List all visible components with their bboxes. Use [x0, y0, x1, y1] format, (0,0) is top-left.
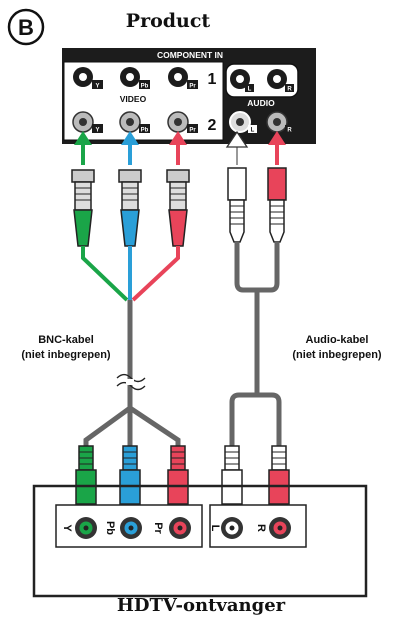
rca-plug-red-audio-bottom — [268, 445, 290, 505]
port-code-r: R — [287, 87, 292, 93]
jack-port-icon: Pr — [168, 67, 198, 90]
jack-port-icon: Pb — [120, 67, 150, 90]
rca-plug-red-bottom — [167, 445, 189, 505]
port-code-pb: Pb — [141, 84, 149, 90]
receiver-label-r: R — [255, 524, 267, 532]
receiver-label-l: L — [209, 525, 221, 532]
arrow-up-icon — [74, 131, 92, 165]
bnc-cable — [81, 246, 181, 446]
receiver-label-pb: Pb — [104, 521, 116, 535]
jack-port-icon — [75, 517, 97, 539]
audio-cable-label-line1: Audio-kabel — [306, 334, 369, 346]
rca-plug-white-top — [227, 167, 247, 243]
port-code-l: L — [248, 87, 252, 93]
svg-text:Pr: Pr — [189, 128, 196, 134]
jack-port-icon — [269, 517, 291, 539]
rca-plug-green-bottom — [75, 445, 97, 505]
arrow-up-icon — [225, 130, 249, 165]
bnc-connector-icon — [118, 169, 142, 247]
cable-break-icon — [116, 373, 146, 391]
bnc-cable-label-line1: BNC-kabel — [38, 334, 94, 346]
bnc-connector-red — [166, 169, 190, 247]
svg-text:L: L — [251, 128, 255, 134]
jack-port-icon — [221, 517, 243, 539]
hdtv-receiver: Y Pb Pr L R — [32, 484, 368, 598]
jack-port-icon — [120, 517, 142, 539]
arrow-up-icon — [121, 131, 139, 165]
audio-row1-jacks: L R — [230, 69, 294, 93]
rca-plug-icon — [119, 445, 141, 505]
panel-header: COMPONENT IN — [157, 50, 223, 60]
arrow-up-icon — [268, 131, 286, 165]
bnc-cable-label-line2: (niet inbegrepen) — [21, 349, 111, 361]
product-label: Product — [126, 10, 211, 32]
receiver-label-pr: Pr — [152, 522, 164, 534]
arrow-up-icon — [169, 131, 187, 165]
rca-plug-white-bottom — [221, 445, 243, 505]
bnc-connector-icon — [166, 169, 190, 247]
component-in-panel: COMPONENT IN Y Pb Pr VIDEO 1 — [62, 48, 316, 144]
bnc-connector-green — [71, 169, 95, 247]
audio-cable — [229, 242, 282, 446]
port-code-pr: Pr — [189, 84, 196, 90]
row1-number: 1 — [208, 71, 217, 88]
svg-text:Pb: Pb — [141, 128, 149, 134]
jack-port-icon: Y — [73, 67, 103, 90]
svg-text:R: R — [287, 128, 292, 134]
audio-row2-jacks: L R — [229, 111, 294, 134]
rca-plug-red-top — [267, 167, 287, 243]
section-letter: B — [18, 15, 34, 40]
jack-port-icon — [169, 517, 191, 539]
rca-plug-icon — [75, 445, 97, 505]
rca-plug-icon — [268, 445, 290, 505]
receiver-jacks — [75, 517, 291, 539]
rca-plug-icon — [167, 445, 189, 505]
audio-label: AUDIO — [247, 98, 275, 108]
video-label: VIDEO — [120, 94, 147, 104]
video-row1-jacks: Y Pb Pr — [73, 67, 198, 90]
bnc-connector-icon — [71, 169, 95, 247]
port-code-y: Y — [95, 84, 99, 90]
section-badge: B — [7, 8, 45, 46]
rca-plug-icon — [267, 167, 287, 243]
rca-plug-blue-bottom — [119, 445, 141, 505]
audio-cable-label-line2: (niet inbegrepen) — [292, 349, 382, 361]
bnc-connector-blue — [118, 169, 142, 247]
row2-number: 2 — [208, 117, 217, 134]
receiver-name: HDTV-ontvanger — [117, 595, 286, 616]
receiver-label-y: Y — [61, 524, 73, 532]
rca-plug-icon — [221, 445, 243, 505]
rca-plug-icon — [227, 167, 247, 243]
svg-text:Y: Y — [95, 128, 99, 134]
